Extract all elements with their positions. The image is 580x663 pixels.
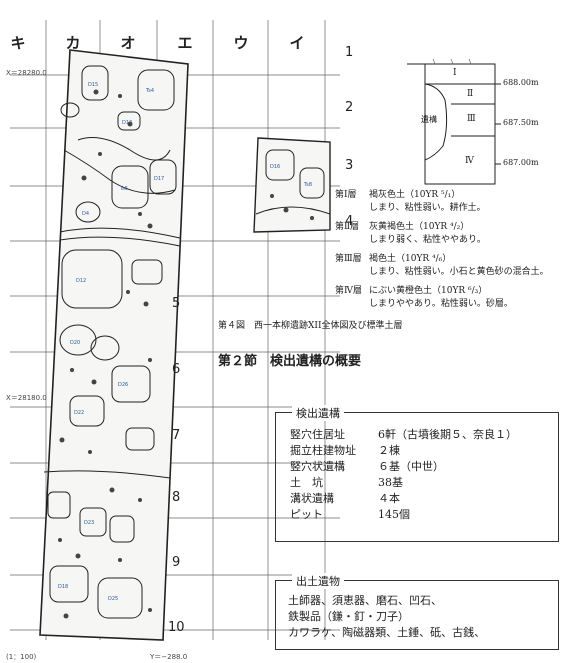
feature-value: 145個 — [378, 508, 410, 521]
grid-row-label: 3 — [345, 158, 354, 173]
feature-row: ピット 145個 — [290, 507, 517, 523]
grid-column-label: エ — [177, 34, 193, 52]
layer-name: 第Ⅱ層 — [335, 222, 360, 232]
feature-value: ２棟 — [378, 444, 400, 457]
strat-column: Ⅰ Ⅱ Ⅲ Ⅳ 遺構 688.00m 687.50m 687.00m — [395, 56, 575, 196]
strat-feature-label: 遺構 — [421, 115, 437, 124]
svg-text:D26: D26 — [118, 382, 128, 388]
artifact-line: カワラケ、陶磁器類、土錘、砥、古銭、 — [288, 626, 486, 639]
figure-caption: 第４図 西一本柳遺跡XII全体図及び標準土層 — [218, 321, 403, 331]
grid-row-label: 2 — [345, 100, 354, 115]
svg-text:D4: D4 — [82, 211, 89, 217]
svg-text:D12: D12 — [76, 278, 86, 284]
strat-layer-label: Ⅲ — [467, 114, 476, 124]
feature-name: ピット — [290, 508, 323, 521]
grid-row-label: 10 — [168, 620, 185, 635]
grid-row-label: 5 — [172, 296, 181, 311]
layer-desc: 褐灰色土（10YR ⁵/₁） — [369, 190, 461, 200]
scale-label: (1：100) — [6, 653, 37, 661]
svg-text:D13: D13 — [122, 120, 132, 126]
features-box-title: 検出遺構 — [292, 405, 344, 421]
artifacts-box: 出土遺物 土師器、須恵器、磨石、凹石、 鉄製品（鎌・釘・刀子） カワラケ、陶磁器… — [275, 573, 559, 650]
svg-text:D22: D22 — [74, 410, 84, 416]
feature-row: 掘立柱建物址 ２棟 — [290, 443, 517, 459]
svg-text:D25: D25 — [108, 596, 118, 602]
grid-row-label: 9 — [172, 555, 181, 570]
feature-value: 6軒（古墳後期５、奈良１） — [378, 428, 517, 441]
feature-name: 竪穴状遺構 — [290, 460, 345, 473]
svg-text:D23: D23 — [84, 520, 94, 526]
feature-name: 竪穴住居址 — [290, 428, 345, 441]
svg-text:D16: D16 — [270, 164, 280, 170]
layer-descriptions: 第Ⅰ層 褐灰色土（10YR ⁵/₁） しまり、粘性弱い。耕作土。 第Ⅱ層 灰黄褐… — [335, 189, 575, 311]
layer-desc: 灰黄褐色土（10YR ⁴/₂） — [369, 222, 470, 232]
layer-desc: しまり、粘性弱い。耕作土。 — [369, 203, 486, 213]
layer-name: 第Ⅰ層 — [335, 190, 357, 200]
svg-text:D18: D18 — [58, 584, 68, 590]
svg-text:D15: D15 — [88, 82, 98, 88]
layer-desc: しまり弱く、粘性ややあり。 — [369, 235, 486, 245]
feature-row: 土 坑 38基 — [290, 475, 517, 491]
coordinate-label-top: X＝28280.0 — [6, 69, 47, 77]
layer-name: 第Ⅳ層 — [335, 286, 362, 296]
svg-text:D20: D20 — [70, 340, 80, 346]
feature-name: 土 坑 — [290, 476, 323, 489]
layer-desc: しまりややあり。粘性弱い。砂層。 — [369, 299, 513, 309]
layer-description: 第Ⅲ層 褐色土（10YR ⁴/₆） しまり、粘性弱い。小石と黄色砂の混合土。 — [335, 253, 575, 279]
feature-value: ６基（中世） — [378, 460, 444, 473]
svg-text:Ts8: Ts8 — [303, 182, 312, 188]
coordinate-label-bottom: Y＝−288.0 — [150, 653, 188, 661]
strat-layer-label: Ⅱ — [467, 89, 474, 99]
coordinate-label-mid: X＝28180.0 — [6, 394, 47, 402]
svg-text:D17: D17 — [154, 176, 164, 182]
grid-column-label: キ — [10, 34, 26, 52]
artifact-line: 鉄製品（鎌・釘・刀子） — [288, 610, 409, 623]
feature-value: 38基 — [378, 476, 403, 489]
layer-description: 第Ⅰ層 褐灰色土（10YR ⁵/₁） しまり、粘性弱い。耕作土。 — [335, 189, 575, 215]
layer-desc: にぶい黄橙色土（10YR ⁶/₃） — [369, 286, 488, 296]
svg-text:Ts4: Ts4 — [145, 88, 154, 94]
layer-desc: 褐色土（10YR ⁴/₆） — [369, 254, 452, 264]
artifacts-box-title: 出土遺物 — [292, 573, 344, 589]
strat-elevation: 687.00m — [503, 158, 539, 167]
feature-row: 溝状遺構 ４本 — [290, 491, 517, 507]
grid-row-label: 6 — [172, 362, 181, 377]
feature-value: ４本 — [378, 492, 400, 505]
strat-elevation: 688.00m — [503, 78, 539, 87]
layer-description: 第Ⅱ層 灰黄褐色土（10YR ⁴/₂） しまり弱く、粘性ややあり。 — [335, 221, 575, 247]
grid-row-label: 4 — [345, 214, 354, 229]
strat-column-drawing — [407, 58, 501, 185]
svg-text:Ts5: Ts5 — [119, 186, 128, 192]
grid-row-label: 7 — [172, 428, 181, 443]
strat-layer-label: Ⅰ — [453, 68, 457, 78]
grid-column-label: カ — [65, 34, 81, 52]
features-box: 検出遺構 竪穴住居址 6軒（古墳後期５、奈良１） 掘立柱建物址 ２棟 竪穴状遺構 ６基… — [275, 405, 559, 542]
layer-name: 第Ⅲ層 — [335, 254, 362, 264]
grid-column-label: イ — [289, 34, 305, 52]
layer-description: 第Ⅳ層 にぶい黄橙色土（10YR ⁶/₃） しまりややあり。粘性弱い。砂層。 — [335, 285, 575, 311]
grid-row-label: 8 — [172, 490, 181, 505]
strat-layer-label: Ⅳ — [465, 156, 474, 166]
artifact-line: 土師器、須恵器、磨石、凹石、 — [288, 594, 442, 607]
feature-name: 溝状遺構 — [290, 492, 334, 505]
feature-row: 竪穴状遺構 ６基（中世） — [290, 459, 517, 475]
feature-name: 掘立柱建物址 — [290, 444, 356, 457]
strat-elevation: 687.50m — [503, 118, 539, 127]
layer-desc: しまり、粘性弱い。小石と黄色砂の混合土。 — [369, 267, 549, 277]
grid-row-label: 1 — [345, 45, 354, 60]
feature-row: 竪穴住居址 6軒（古墳後期５、奈良１） — [290, 427, 517, 443]
grid-column-label: ウ — [233, 34, 249, 52]
grid-column-label: オ — [120, 34, 136, 52]
section-title: 第２節 検出遺構の概要 — [218, 354, 362, 369]
